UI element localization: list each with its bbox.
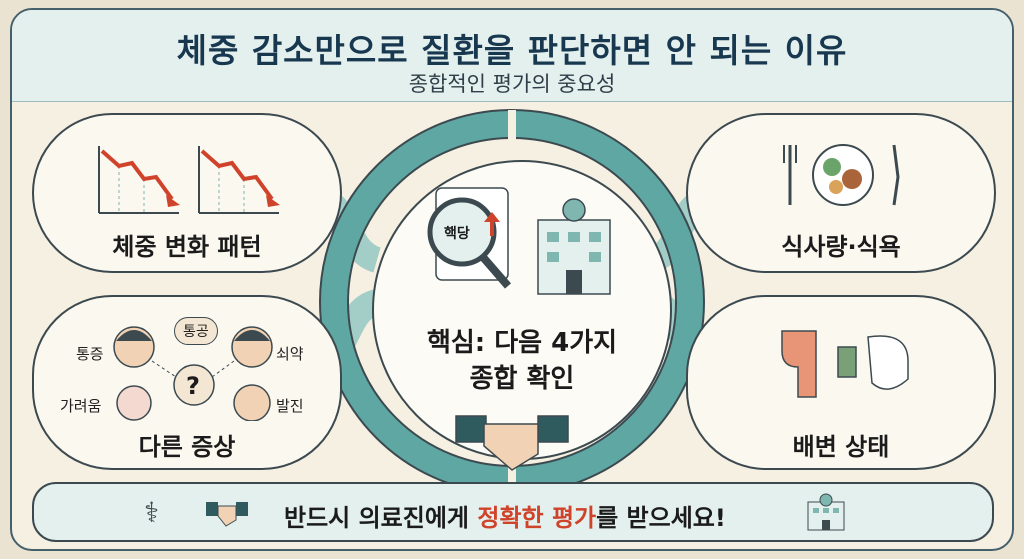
card-weight-pattern: 체중 변화 패턴 — [32, 113, 342, 273]
infographic-frame: 체중 감소만으로 질환을 판단하면 안 되는 이유 종합적인 평가의 중요성 — [10, 8, 1014, 551]
plate-utensils-icon — [783, 144, 900, 206]
card-bowel-status: 배변 상태 — [686, 295, 996, 470]
core-text-line1: 핵심: 다음 4가지 — [426, 328, 618, 358]
page-subtitle: 종합적인 평가의 중요성 — [408, 72, 616, 96]
tag-ache: 통공 — [174, 317, 218, 345]
banner-text-post: 를 받으세요! — [596, 504, 726, 532]
page-title: 체중 감소만으로 질환을 판단하면 안 되는 이유 — [176, 31, 848, 70]
weight-decline-chart-icon — [98, 146, 280, 214]
core-circle: 핵당 핵심: 다음 4가지 종합 확인 — [372, 160, 672, 460]
tag-rash: 발진 — [276, 397, 304, 415]
header: 체중 감소만으로 질환을 판단하면 안 되는 이유 종합적인 평가의 중요성 — [12, 10, 1012, 102]
bottom-banner: ⚕ 반드시 의료진에게 정확한 평가를 받으세요! — [32, 482, 994, 542]
card-meal-label: 식사량·식욕 — [781, 233, 901, 261]
intestine-toilet-icon — [781, 330, 909, 398]
hospital-icon — [804, 492, 848, 532]
symptom-faces-icon: ? — [113, 326, 273, 421]
banner-highlight: 정확한 평가 — [477, 504, 597, 532]
handshake-icon — [455, 415, 569, 471]
card-other-symptoms: ? 통증 통공 쇠약 가려움 발진 다른 증상 — [32, 295, 342, 470]
report-tag: 핵당 — [444, 225, 470, 242]
card-bowel-label: 배변 상태 — [792, 433, 890, 461]
tag-pain: 통증 — [76, 345, 104, 363]
tag-weak: 쇠약 — [276, 345, 304, 363]
svg-text:?: ? — [186, 372, 200, 400]
card-meal-appetite: 식사량·식욕 — [686, 113, 996, 273]
card-weight-label: 체중 변화 패턴 — [112, 233, 262, 261]
banner-handshake-icon — [204, 494, 250, 530]
stethoscope-icon: ⚕ — [144, 496, 160, 529]
banner-text-pre: 반드시 의료진에게 — [284, 504, 478, 532]
card-symptoms-label: 다른 증상 — [138, 433, 236, 461]
report-magnifier-hospital-icon: 핵당 — [427, 187, 611, 295]
tag-itch: 가려움 — [60, 397, 102, 415]
core-text-line2: 종합 확인 — [469, 364, 575, 394]
